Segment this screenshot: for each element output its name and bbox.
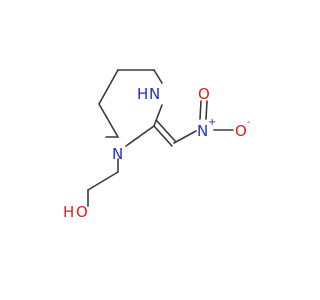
atom-h-ring-top: H (137, 85, 148, 103)
bond-ring-left-upper (98, 69, 119, 105)
atom-o-right: O (235, 122, 247, 140)
charge-minus: - (247, 117, 251, 128)
bond-ring-nh-to-c2 (153, 104, 163, 127)
atom-n-ring-bottom: N (112, 145, 123, 163)
bond-ring-top-to-nh (153, 69, 163, 84)
charge-plus: + (208, 117, 216, 128)
bond-ch2-ch2 (87, 171, 119, 191)
bond-nitro-double-o-a (199, 100, 202, 120)
bond-ch-to-nitro (173, 130, 197, 144)
bond-ring-n-to-c2 (125, 125, 155, 147)
atom-n-ring-top: N (149, 85, 160, 103)
atom-o-hydroxyl: O (76, 203, 88, 221)
bond-exocyclic-double-a (153, 125, 173, 147)
atom-n-nitro: N (197, 122, 208, 140)
structure-diagram: N H N N + O O - H O (63, 69, 251, 221)
atom-h-hydroxyl: H (63, 203, 74, 221)
atom-o-top: O (198, 85, 210, 103)
bond-exocyclic-double-b (156, 120, 176, 142)
bond-ring-left-lower (98, 103, 119, 138)
bond-nitro-double-o-b (205, 100, 208, 120)
